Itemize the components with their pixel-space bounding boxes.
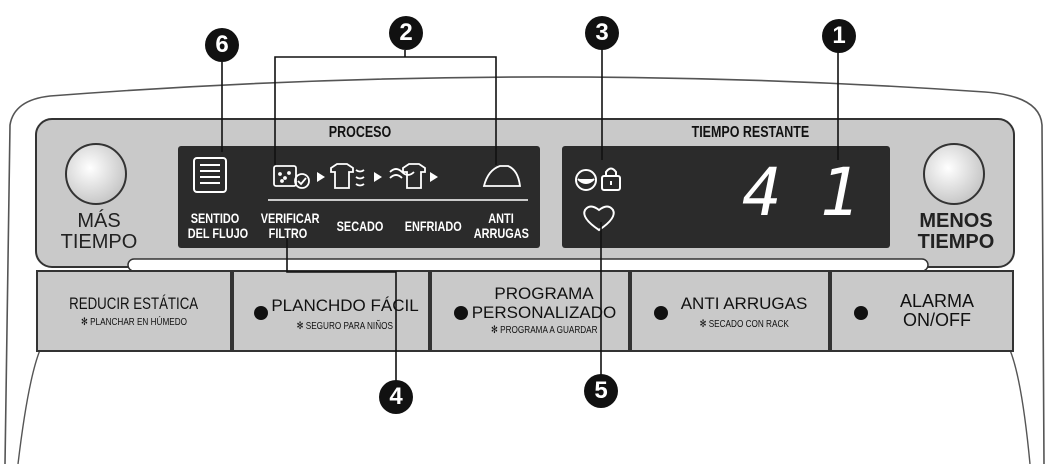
button-indicator-dot: [454, 306, 468, 320]
planchado-facil-button[interactable]: PLANCHDO FÁCIL ✻ SEGURO PARA NIÑOS: [232, 270, 430, 352]
anti-arrugas-button[interactable]: ANTI ARRUGAS ✻ SECADO CON RACK: [630, 270, 830, 352]
reducir-estatica-button[interactable]: REDUCIR ESTÁTICA ✻ PLANCHAR EN HÚMEDO: [36, 270, 232, 352]
secado-icon: [330, 163, 365, 189]
time-remaining-readout: 41: [742, 154, 898, 231]
secado-label: SECADO: [336, 218, 384, 234]
lock-icon: [601, 167, 621, 191]
heart-icon: [583, 205, 615, 232]
proceso-title: PROCESO: [328, 124, 392, 141]
callout-3: 3: [585, 16, 619, 50]
callout-6: 6: [205, 28, 239, 62]
status-icons: [575, 167, 621, 232]
callout-2: 2: [389, 16, 423, 50]
button-indicator-dot: [654, 306, 668, 320]
menos-tiempo-knob[interactable]: [922, 142, 986, 206]
sentido-flujo-icon: [193, 157, 227, 193]
callout-5: 5: [584, 374, 618, 408]
proceso-display: [178, 146, 540, 248]
button-indicator-dot: [854, 306, 868, 320]
enfriado-label: ENFRIADO: [404, 218, 462, 234]
mas-tiempo-knob[interactable]: [64, 142, 128, 206]
verificar-filtro-icon: [273, 165, 310, 189]
button-indicator-dot: [254, 306, 268, 320]
tiempo-display: [562, 146, 890, 248]
tiempo-restante-title: TIEMPO RESTANTE: [691, 124, 809, 141]
enfriado-icon: [389, 163, 426, 189]
anti-arrugas-icon: [482, 165, 522, 187]
sensor-icon: [575, 169, 597, 191]
callout-1: 1: [822, 19, 856, 53]
callout-4: 4: [379, 380, 413, 414]
proceso-icons: [193, 157, 528, 201]
